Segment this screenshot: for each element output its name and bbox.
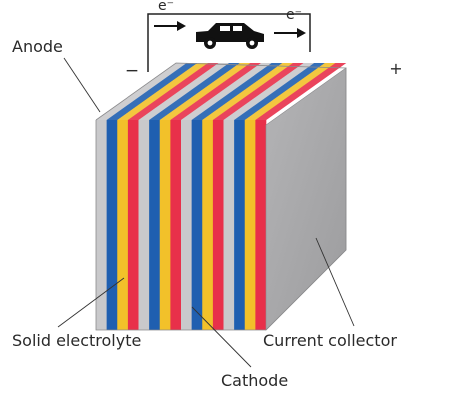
layer-stripe-red: [255, 120, 267, 330]
layer-top-gray: [181, 63, 272, 120]
layer-top-yellow: [244, 63, 336, 120]
circuit-wire: [147, 13, 311, 72]
layer-top-gray: [223, 63, 315, 120]
layer-stripe-blue: [191, 120, 203, 330]
layer-stripe-yellow: [117, 120, 129, 330]
layer-stripe-red: [127, 120, 139, 330]
layer-stripe-gray: [138, 120, 150, 330]
solid-electrolyte-label: Solid electrolyte: [12, 331, 141, 350]
battery-top-face: [96, 63, 347, 120]
layer-stripe-red: [212, 120, 224, 330]
layer-top-blue: [234, 63, 326, 120]
layer-top-red: [212, 63, 304, 120]
electron-label-right: e⁻: [286, 7, 302, 23]
electron-arrow-right: [274, 28, 306, 38]
layer-stripe-gray: [181, 120, 192, 330]
layer-stripe-red: [170, 120, 182, 330]
positive-terminal-sign: +: [389, 59, 402, 78]
layer-top-yellow: [117, 63, 209, 120]
cathode-label: Cathode: [221, 371, 288, 390]
layer-top-red: [255, 63, 347, 120]
layer-top-gray: [96, 63, 187, 120]
layer-stripe-yellow: [244, 120, 256, 330]
anode-leader: [63, 57, 101, 113]
current-collector-label: Current collector: [263, 331, 397, 350]
battery-outline: [95, 62, 347, 331]
layer-stripe-blue: [234, 120, 246, 330]
layer-top-blue: [191, 63, 283, 120]
layer-stripe-blue: [106, 120, 118, 330]
electron-arrow-left: [154, 21, 186, 31]
layer-top-yellow: [159, 63, 251, 120]
electron-label-left: e⁻: [158, 0, 174, 14]
layer-top-blue: [106, 63, 198, 120]
layer-stripe-yellow: [159, 120, 171, 330]
layer-stripe-yellow: [202, 120, 214, 330]
car-icon: [196, 23, 264, 49]
solid-electrolyte-leader: [57, 277, 125, 328]
battery-front-face: [96, 120, 267, 330]
layer-top-yellow: [202, 63, 294, 120]
layer-stripe-blue: [149, 120, 161, 330]
layer-top-blue: [149, 63, 241, 120]
layer-stripe-gray: [223, 120, 235, 330]
anode-label: Anode: [12, 37, 63, 56]
negative-terminal-sign: −: [125, 61, 139, 81]
layer-top-red: [170, 63, 262, 120]
layer-stripe-gray: [96, 120, 107, 330]
cathode-leader: [191, 306, 252, 368]
current-collector-leader: [315, 237, 355, 327]
layer-top-gray: [138, 63, 230, 120]
layer-top-red: [127, 63, 219, 120]
